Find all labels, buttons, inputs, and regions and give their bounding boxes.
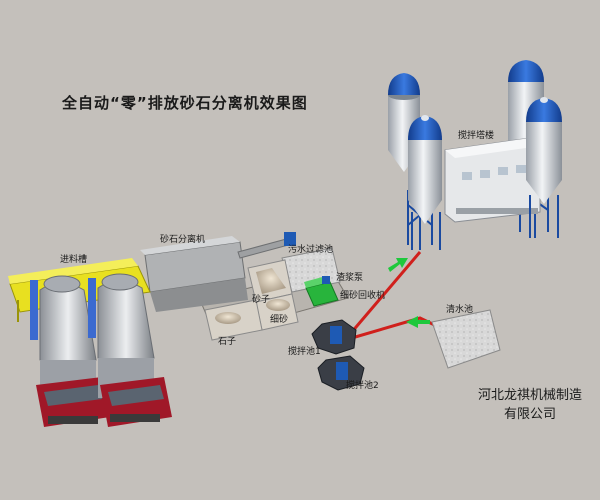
label-mixing-pool-1: 搅拌池1	[288, 347, 321, 357]
label-feed-trough: 进料槽	[60, 255, 88, 265]
mixing-pools	[311, 319, 365, 391]
label-mixing-tower: 搅拌塔楼	[458, 131, 495, 141]
mixer-truck-1	[30, 275, 110, 427]
label-sand: 砂子	[252, 295, 271, 305]
label-fine-sand-recovery: 细砂回收机	[340, 291, 386, 301]
company-line-2: 有限公司	[504, 407, 557, 422]
mixing-tower	[388, 60, 562, 250]
label-fine-sand: 细砂	[270, 315, 289, 325]
clear-water-pool	[431, 309, 501, 369]
label-stone: 石子	[218, 337, 237, 347]
separator-area	[140, 232, 349, 341]
diagram-title: 全自动“零”排放砂石分离机效果图	[62, 94, 308, 112]
label-mixing-pool-2: 搅拌池2	[346, 381, 379, 391]
flow-arrows	[388, 258, 430, 328]
company-line-1: 河北龙祺机械制造	[478, 388, 583, 403]
company-name: 河北龙祺机械制造 有限公司	[478, 386, 582, 424]
label-separator: 砂石分离机	[160, 235, 206, 245]
label-sewage-filter-pool: 污水过滤池	[288, 245, 334, 255]
label-clear-water-pool: 清水池	[446, 305, 474, 315]
label-slurry-pump: 渣浆泵	[336, 273, 364, 283]
mixer-truck-2	[88, 273, 172, 427]
